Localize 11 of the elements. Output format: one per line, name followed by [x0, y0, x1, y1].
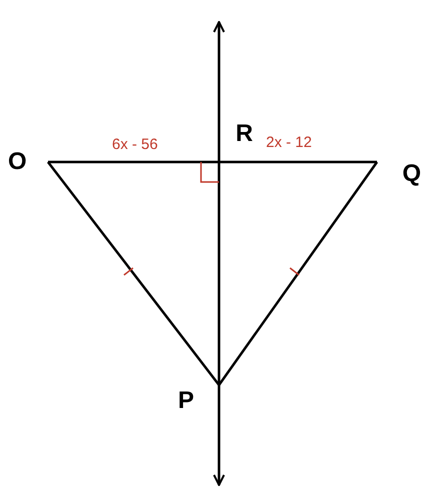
point-label: R — [219, 122, 253, 162]
line-segment — [48, 160, 219, 164]
point-label: Q — [377, 160, 421, 186]
point-label: O — [8, 150, 48, 176]
line-segment — [218, 162, 220, 385]
arrow — [213, 21, 225, 162]
line-segment — [47, 161, 220, 386]
line-segment — [219, 160, 377, 164]
arrow — [213, 385, 225, 486]
line-segment — [218, 161, 378, 386]
point-label: P — [178, 385, 219, 413]
